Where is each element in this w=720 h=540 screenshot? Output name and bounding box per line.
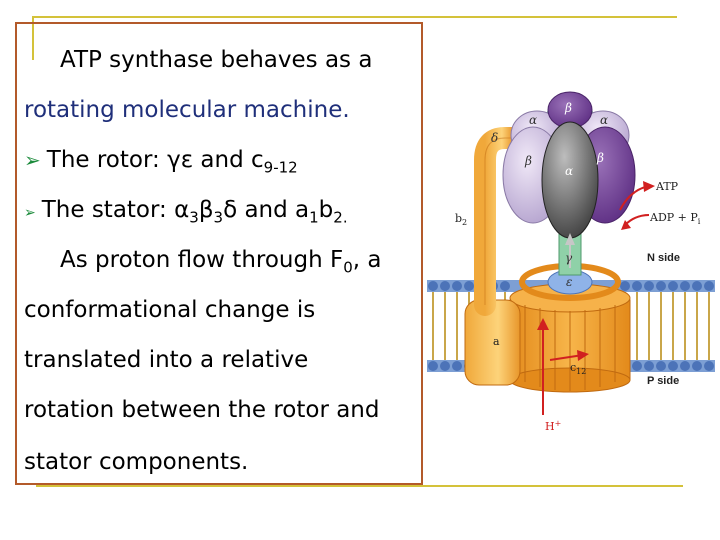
bullet-arrow-icon: ➢ [24, 148, 41, 172]
text-line-7: translated into a relative [24, 347, 309, 373]
f1-head [502, 91, 636, 239]
label-b2: b2 [455, 212, 467, 227]
proton-path-arrows [537, 318, 589, 415]
decorative-line-top [32, 16, 677, 18]
label-alpha-top-right: α [600, 113, 608, 127]
label-n-side: N side [647, 252, 680, 264]
label-a: a [493, 335, 500, 348]
label-gamma: γ [565, 251, 573, 265]
alpha-subunit-center [541, 121, 599, 239]
label-alpha-center: α [565, 164, 573, 178]
label-alpha-top-left: α [529, 113, 537, 127]
rotation-axis-arrowhead [565, 233, 575, 245]
text-line-1: ATP synthase behaves as a [60, 47, 373, 73]
text-box [15, 22, 423, 485]
subunit-labels: β α α β β α δ γ ε [491, 101, 608, 289]
peripheral-stalk [474, 127, 524, 316]
atp-arrows [619, 181, 655, 230]
label-beta-left: β [524, 154, 532, 168]
text-line-proton: As proton flow through F0, a [60, 247, 382, 277]
decorative-line-bottom [36, 485, 683, 487]
text-line-8: rotation between the rotor and [24, 397, 380, 423]
label-beta-right: β [596, 151, 604, 165]
text-line-2: rotating molecular machine. [24, 97, 350, 123]
label-adp: ADP + Pi [649, 211, 701, 226]
label-p-side: P side [647, 375, 679, 387]
label-atp: ATP [655, 180, 679, 193]
label-proton: H+ [545, 419, 561, 433]
bullet-stator: ➢The stator: α3β3δ and a1b2. [24, 197, 348, 227]
bullet-rotor: ➢The rotor: γε and c9-12 [24, 147, 298, 177]
c-ring [509, 283, 631, 393]
bullet-arrow-icon: ➢ [24, 205, 36, 221]
text-line-9: stator components. [24, 449, 249, 475]
diagram-labels: ATP ADP + Pi b2 N side P side a c12 H+ [455, 180, 701, 433]
atp-synthase-diagram: β α α β β α δ γ ε ATP ADP + Pi b2 N side… [427, 91, 715, 433]
label-delta: δ [491, 131, 498, 145]
text-line-6: conformational change is [24, 297, 316, 323]
label-c12: c12 [570, 361, 586, 376]
label-epsilon: ε [566, 275, 572, 289]
decorative-line-left [32, 16, 34, 60]
label-beta-top: β [564, 101, 572, 115]
